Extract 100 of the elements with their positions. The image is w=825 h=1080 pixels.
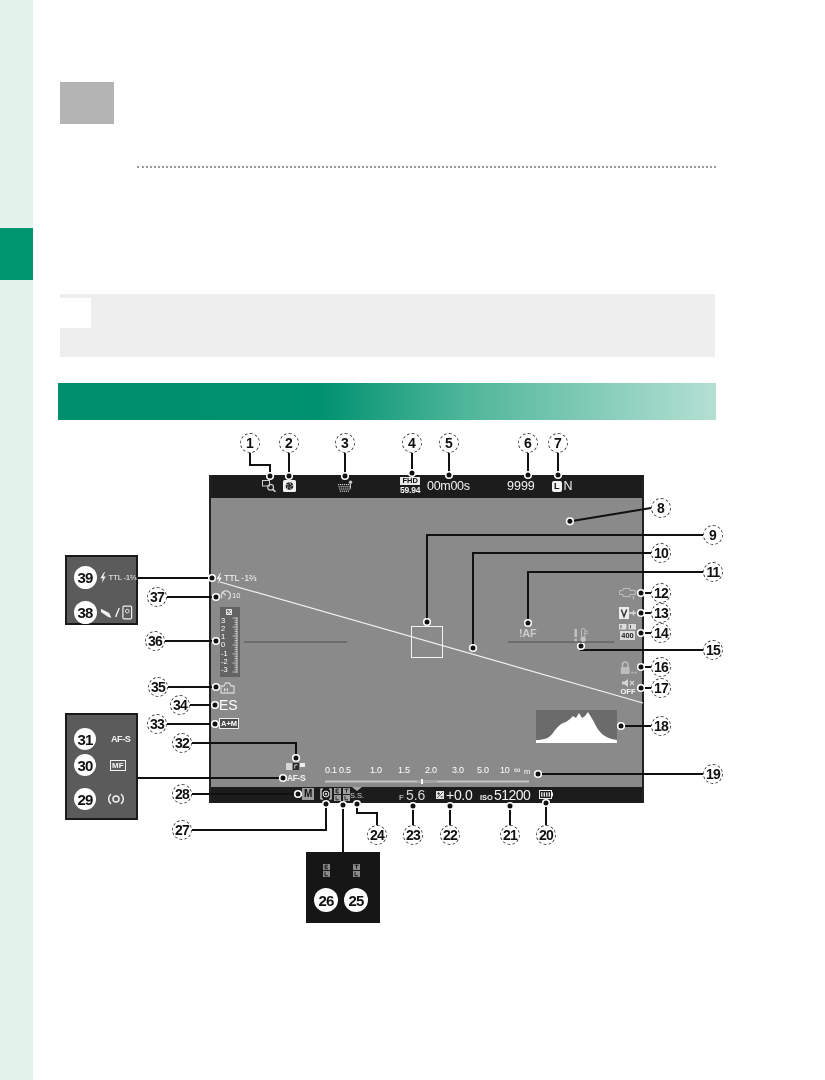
leader-line [408, 801, 418, 826]
battery-icon [539, 790, 553, 799]
callout-number: 29 [74, 788, 96, 810]
callout-number: 36 [145, 631, 165, 651]
leader-line [636, 628, 652, 638]
af-warning-text: !AF [519, 627, 537, 640]
distance-mark: 10 [500, 765, 510, 775]
focus-mode-label: AF-S [111, 734, 131, 744]
leader-line [576, 641, 704, 651]
callout-number: 35 [148, 677, 168, 697]
distance-mark: 3.0 [452, 765, 464, 775]
leader-line [189, 700, 220, 710]
distance-mark: ∞ [514, 765, 521, 775]
distance-mark: 0.5 [339, 765, 351, 775]
callout-number: 13 [651, 603, 671, 623]
shots-remaining: 9999 [507, 479, 535, 494]
magnifier-icon [262, 480, 276, 492]
shutter-type-label: ES [219, 698, 238, 712]
leader-line [191, 742, 301, 763]
callout-number: 3 [335, 433, 355, 453]
callout-number: 26 [314, 888, 338, 912]
leader-line [616, 721, 652, 731]
callout-number: 34 [170, 695, 190, 715]
callout-number: 5 [439, 433, 459, 453]
callout-number: 22 [440, 825, 460, 845]
callout-number: 12 [651, 583, 671, 603]
tag-icon [619, 607, 637, 619]
leader-line [636, 608, 652, 618]
distance-mark: 1.0 [370, 765, 382, 775]
callout-number: 30 [74, 754, 96, 776]
leader-line [167, 682, 221, 692]
callout-number: 15 [703, 640, 723, 660]
lens-icon [618, 587, 637, 600]
leader-line [541, 798, 551, 826]
exposure-mode-label: M [302, 788, 315, 800]
callout-number: 23 [403, 825, 423, 845]
distance-mark: 0.1 [325, 765, 337, 775]
callout-number: 32 [172, 733, 192, 753]
callout-number: 21 [500, 825, 520, 845]
leader-line [191, 789, 303, 799]
callout-number: 7 [548, 433, 568, 453]
leader-line [444, 452, 454, 480]
leader-line [407, 452, 417, 478]
distance-mark: 5.0 [477, 765, 489, 775]
lock-indicator-icon [334, 788, 350, 801]
callout-number: 11 [703, 562, 723, 582]
leader-line [338, 800, 348, 853]
focus-mode-label: AF-S [287, 773, 306, 783]
leader-line [191, 799, 331, 831]
callout-number: 10 [651, 543, 671, 563]
leader-line [166, 592, 221, 602]
metering-icon [320, 788, 332, 800]
callout-number: 1 [240, 433, 260, 453]
callout-number: 14 [651, 623, 671, 643]
callout-number: 2 [279, 433, 299, 453]
inset-panel [306, 852, 380, 923]
aperture-value: 5.6 [405, 788, 426, 802]
leader-line [533, 769, 704, 779]
leader-line [565, 507, 652, 526]
flash-mode-text: TTL -1⅔ [224, 572, 257, 584]
callout-number: 16 [651, 657, 671, 677]
leader-line [164, 636, 221, 646]
leader-line [352, 799, 378, 826]
inset-panel [65, 713, 138, 820]
leader-line [137, 773, 288, 783]
callout-number: 25 [344, 888, 368, 912]
callout-number: 31 [74, 728, 96, 750]
image-size-label: L [552, 481, 562, 492]
callout-number: 28 [172, 784, 192, 804]
callout-number: 8 [651, 498, 671, 518]
leader-line [523, 452, 533, 480]
leader-line [636, 662, 652, 672]
image-quality-label: N [563, 479, 573, 494]
leader-line [445, 801, 455, 826]
leader-line [468, 552, 652, 653]
iso-value: 51200 [493, 788, 531, 802]
callout-number: 33 [147, 714, 167, 734]
exposure-compensation-value: +0.0 [446, 788, 473, 802]
leader-line [249, 452, 275, 481]
histogram [536, 710, 617, 743]
grid-icon [337, 480, 353, 492]
callout-number: 38 [73, 600, 97, 624]
flash-mode-text: TTL -1⅔ [108, 572, 137, 582]
callout-number: 27 [172, 820, 192, 840]
callout-number: 4 [402, 433, 422, 453]
leader-line [636, 588, 652, 598]
leader-line [284, 452, 294, 481]
callout-number: 18 [651, 716, 671, 736]
leader-line [523, 571, 704, 628]
leader-line [340, 452, 350, 481]
distance-mark: 2.0 [425, 765, 437, 775]
status-icon [286, 762, 305, 771]
aperture-icon [283, 480, 296, 492]
inset-panel [65, 555, 138, 625]
leader-line [505, 801, 515, 826]
callout-number: 24 [367, 825, 387, 845]
callout-number: 9 [703, 525, 723, 545]
leader-line [166, 719, 220, 729]
callout-number: 20 [536, 825, 556, 845]
callout-number: 39 [73, 565, 97, 589]
